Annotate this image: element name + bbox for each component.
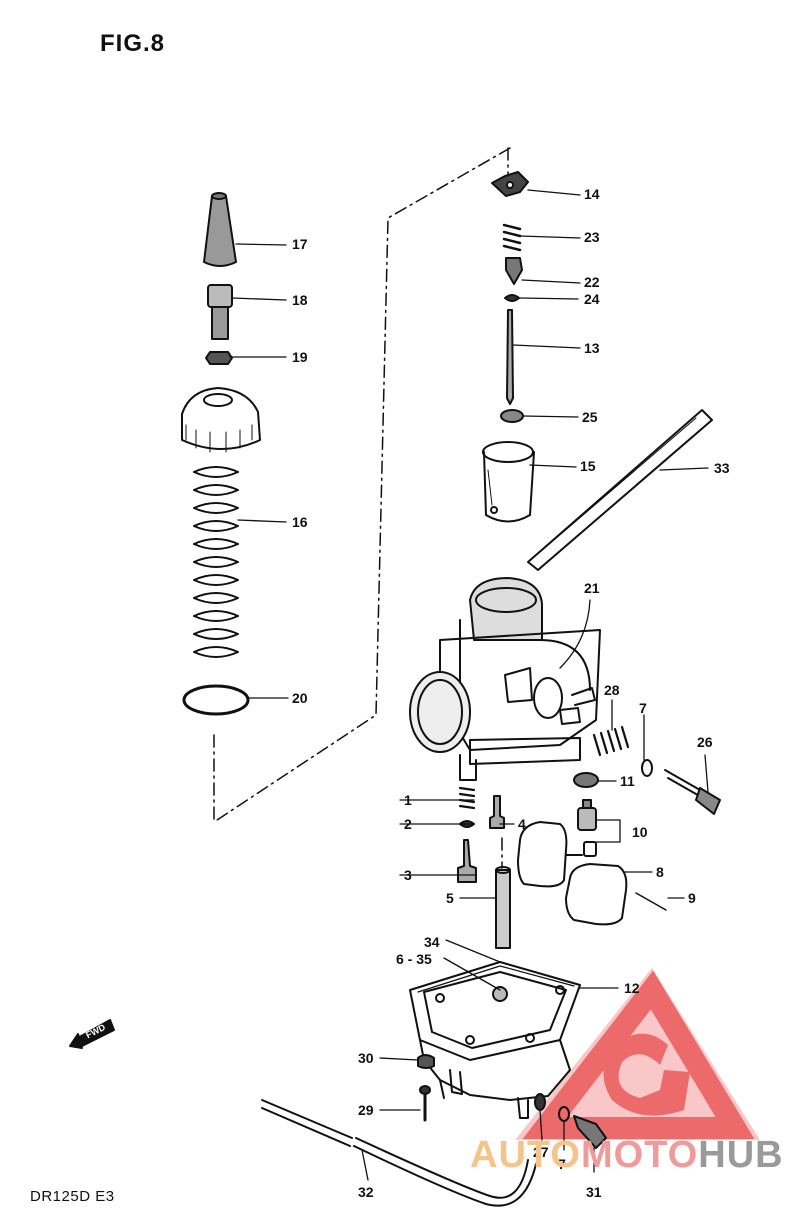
part-14-retainer-plate [491, 171, 529, 197]
callout-6-35: 6 - 35 [396, 951, 432, 967]
callout-3: 3 [404, 867, 412, 883]
part-10-main-jet [577, 799, 597, 857]
callout-21: 21 [584, 580, 600, 596]
part-20-o-ring [182, 684, 250, 716]
callout-2: 2 [404, 816, 412, 832]
callout-22: 22 [584, 274, 600, 290]
part-28-idle-screw-spring [592, 725, 630, 757]
callout-13: 13 [584, 340, 600, 356]
callout-9: 9 [688, 890, 696, 906]
part-21-carburetor-body [409, 577, 601, 781]
callout-10: 10 [632, 824, 648, 840]
callout-23: 23 [584, 229, 600, 245]
part-7-o-ring [641, 759, 653, 777]
fwd-arrow-icon [69, 1019, 115, 1049]
callout-11: 11 [620, 773, 635, 789]
callout-14: 14 [584, 186, 600, 202]
callout-24: 24 [584, 291, 600, 307]
part-24-e-clip [504, 294, 520, 302]
callout-5: 5 [446, 890, 454, 906]
callout-25: 25 [582, 409, 598, 425]
callout-29: 29 [358, 1102, 374, 1118]
part-3-pilot-air-screw [457, 839, 477, 883]
callout-12: 12 [624, 980, 640, 996]
callout-1: 1 [404, 792, 412, 808]
watermark-logo-triangle [515, 968, 760, 1140]
part-17-rubber-cap [203, 192, 237, 267]
assembly-dashed-lines [213, 147, 511, 869]
part-23-needle-spring [502, 223, 522, 252]
callout-19: 19 [292, 349, 308, 365]
part-13-jet-needle [506, 309, 514, 405]
part-18-cable-adjuster [207, 284, 233, 340]
part-32-drain-hose [261, 1099, 537, 1207]
callout-4: 4 [518, 816, 526, 832]
callout-26: 26 [697, 734, 713, 750]
callout-17: 17 [292, 236, 308, 252]
part-33-vent-tube [527, 409, 713, 571]
watermark-auto: AUTO [470, 1134, 581, 1176]
part-25-washer [500, 409, 524, 423]
figure-title: FIG.8 [100, 30, 166, 57]
model-label: DR125D E3 [30, 1188, 115, 1205]
part-29-chamber-screw [419, 1085, 431, 1122]
callout-30: 30 [358, 1050, 374, 1066]
part-8-float [517, 821, 628, 926]
part-19-lock-nut [205, 351, 233, 365]
callout-8: 8 [656, 864, 664, 880]
part-15-throttle-valve [482, 441, 535, 523]
callout-28: 28 [604, 682, 620, 698]
callout-32: 32 [358, 1184, 374, 1200]
callout-34: 34 [424, 934, 440, 950]
part-7-o-ring-lower [558, 1106, 570, 1122]
watermark-moto: MOTO [580, 1134, 699, 1176]
callout-7-upper: 7 [639, 700, 647, 716]
callout-18: 18 [292, 292, 308, 308]
part-30-drain-plug [417, 1054, 435, 1069]
part-31-drain-screw [573, 1115, 607, 1149]
part-1-screw-spring [458, 786, 476, 810]
part-5-needle-jet [495, 866, 511, 949]
callout-27: 27 [533, 1144, 549, 1160]
part-9-float-pin [635, 892, 667, 911]
part-11-washer [573, 772, 599, 788]
callout-31: 31 [586, 1184, 602, 1200]
part-16-throttle-spring [193, 466, 239, 658]
part-26-throttle-stop-screw [664, 769, 721, 815]
part-4-pilot-jet [489, 795, 505, 829]
part-12-float-chamber-gasket [417, 965, 575, 993]
watermark-hub: HUB [698, 1134, 784, 1176]
watermark-text: AUTOMOTOHUB [470, 1134, 784, 1177]
callout-33: 33 [714, 460, 730, 476]
part-mixing-chamber-top [181, 387, 261, 453]
callout-7-lower: 7 [558, 1156, 566, 1172]
callout-20: 20 [292, 690, 308, 706]
callout-15: 15 [580, 458, 596, 474]
callout-leader-lines [229, 189, 709, 1181]
part-22-needle-holder [505, 257, 523, 285]
part-27-washer [534, 1093, 546, 1111]
callout-16: 16 [292, 514, 308, 530]
